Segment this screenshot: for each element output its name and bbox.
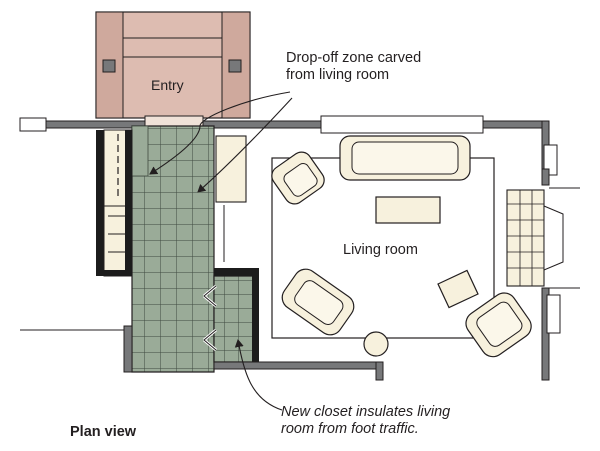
callout-leader-dropoff-2 bbox=[197, 97, 293, 193]
living-room-furniture bbox=[271, 135, 532, 358]
entry-porch bbox=[95, 11, 251, 127]
closet-callout: New closet insulates living room from fo… bbox=[281, 404, 450, 438]
built-in-storage bbox=[96, 129, 133, 277]
dropoff-callout-line1: Drop-off zone carved bbox=[286, 50, 422, 66]
hall-bench bbox=[215, 135, 247, 203]
entry-hall-tile bbox=[131, 125, 255, 373]
dropoff-callout-line2: from living room bbox=[286, 67, 390, 83]
entry-label: Entry bbox=[151, 77, 184, 93]
living-room-label: Living room bbox=[343, 242, 418, 258]
exterior-wall bbox=[19, 115, 580, 381]
callout-leader-closet bbox=[234, 339, 283, 411]
closet-callout-line1: New closet insulates living bbox=[281, 404, 451, 420]
dropoff-callout: Drop-off zone carved from living room bbox=[286, 50, 421, 84]
lower-walls bbox=[20, 325, 384, 381]
plan-view-title: Plan view bbox=[70, 424, 137, 440]
closet-callout-line2: room from foot traffic. bbox=[281, 421, 419, 437]
fireplace bbox=[506, 189, 564, 287]
callout-leader-dropoff bbox=[149, 91, 291, 175]
new-closet bbox=[203, 268, 259, 366]
